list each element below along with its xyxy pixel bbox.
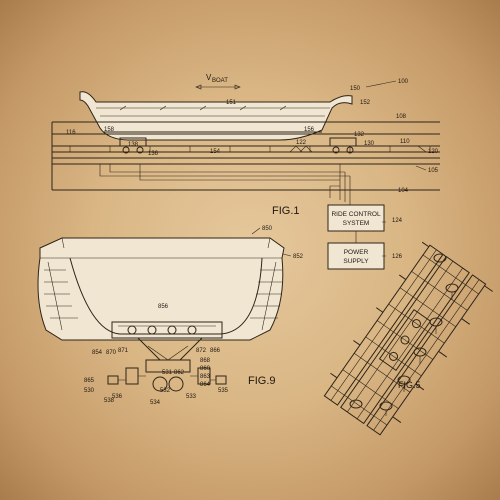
ref-label: 866 <box>210 348 221 354</box>
axis-v: V <box>206 73 212 82</box>
ref-label: 120 <box>428 149 439 155</box>
ref-label: 126 <box>392 254 403 260</box>
fig9-drawing: FIG.9 <box>37 237 285 392</box>
ref-label: 156 <box>304 127 315 133</box>
ref-label: 864 <box>200 382 211 388</box>
ref-label: 534 <box>150 400 161 406</box>
ref-label: 150 <box>350 86 361 92</box>
ref-label: 108 <box>396 114 407 120</box>
ref-label: 531 <box>162 370 173 376</box>
ride-control-label-2: SYSTEM <box>343 220 370 227</box>
ref-label: 151 <box>226 100 237 106</box>
ride-control-label-1: RIDE CONTROL <box>331 211 381 218</box>
ref-label: 122 <box>296 140 307 146</box>
fig1-labels: 100 151 150 152 108 116 158 138 136 154 … <box>66 79 439 260</box>
power-supply-label-1: POWER <box>344 249 369 256</box>
ref-label: 850 <box>262 226 273 232</box>
fig5-title: FIG.5 <box>398 380 421 390</box>
power-supply-box <box>327 242 385 270</box>
ref-label: 536 <box>112 394 123 400</box>
ref-label: 862 <box>174 370 185 376</box>
ref-label: 535 <box>218 388 229 394</box>
boat-rear-view <box>37 237 285 341</box>
fig5-drawing: FIG.5 <box>323 241 493 436</box>
ref-label: 124 <box>392 218 403 224</box>
fig1-drawing: V BOAT <box>51 73 440 270</box>
arrow-heads <box>195 84 241 90</box>
ref-label: 532 <box>160 388 171 394</box>
ref-label: 116 <box>66 130 76 136</box>
ref-label: 538 <box>104 398 115 404</box>
ref-label: 852 <box>293 254 304 260</box>
fig9-title: FIG.9 <box>248 375 276 387</box>
ref-label: 130 <box>364 141 375 147</box>
axis-sub: BOAT <box>212 78 228 84</box>
ref-label: 105 <box>428 168 439 174</box>
ref-label: 856 <box>158 304 169 310</box>
ref-label: 860 <box>200 366 211 372</box>
ref-label: 533 <box>186 394 197 400</box>
ref-label: 870 <box>106 350 117 356</box>
undercarriage <box>111 321 223 339</box>
power-supply-label-2: SUPPLY <box>343 258 369 265</box>
ref-label: 136 <box>148 151 159 157</box>
ref-label: 871 <box>118 348 129 354</box>
ref-label: 863 <box>200 374 211 380</box>
boat-seats <box>119 105 287 111</box>
ref-label: 158 <box>104 127 115 133</box>
fig9-labels: 850 852 856 854 870 871 872 866 868 860 … <box>84 226 304 406</box>
boat-gunwale-lines <box>96 107 330 117</box>
ride-control-box <box>327 204 385 232</box>
ref-label: 132 <box>354 132 365 138</box>
ref-label: 868 <box>200 358 211 364</box>
track-switch <box>289 145 313 153</box>
ref-label: 138 <box>128 142 139 148</box>
ref-label: 865 <box>84 378 95 384</box>
fig1-title: FIG.1 <box>272 205 300 217</box>
ref-label: 104 <box>398 188 409 194</box>
ref-label: 872 <box>196 348 207 354</box>
ref-label: 854 <box>92 350 103 356</box>
ref-label: 530 <box>84 388 95 394</box>
channel-track <box>51 121 440 191</box>
ref-label: 154 <box>210 149 221 155</box>
ref-label: 152 <box>360 100 371 106</box>
ref-label: 100 <box>398 79 409 85</box>
bogie-wheels <box>107 359 227 392</box>
track-supports <box>349 253 459 416</box>
linkage <box>137 337 203 361</box>
ref-label: 110 <box>400 139 410 145</box>
wiring <box>99 164 351 206</box>
